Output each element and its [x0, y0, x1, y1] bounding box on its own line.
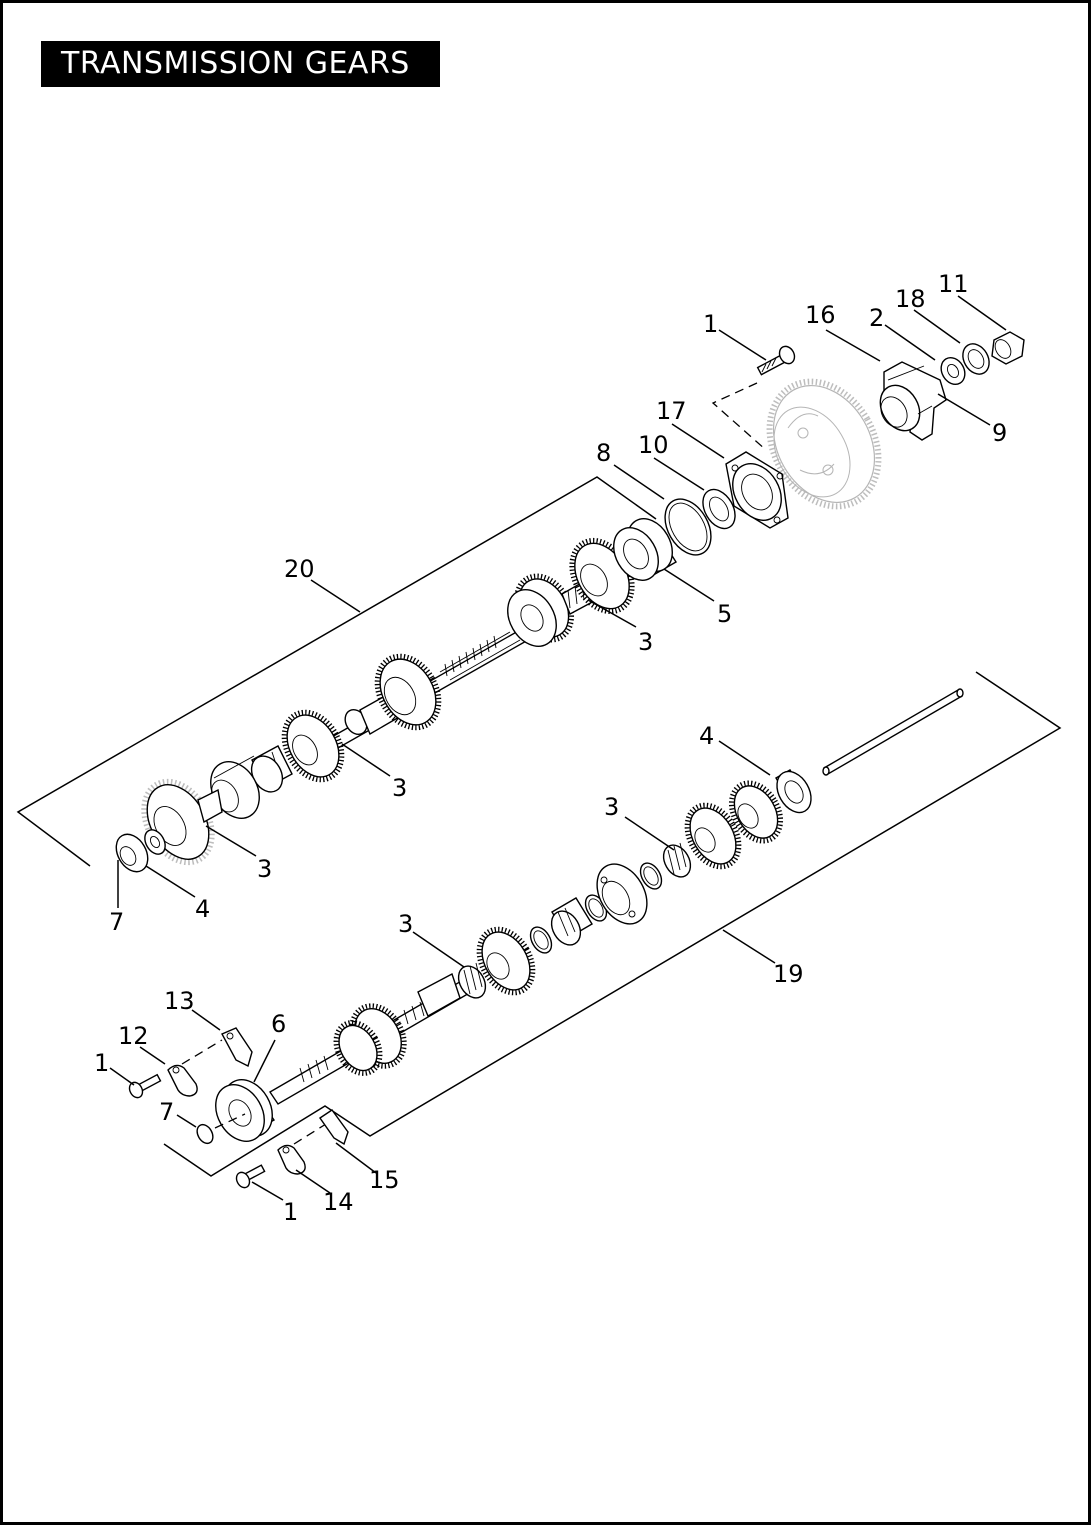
- group-bracket-20: [16, 476, 657, 867]
- assembly-dashline-13: [181, 1039, 223, 1065]
- needle-bearing-lower-c: [662, 842, 692, 878]
- callout-10: 10: [638, 431, 669, 459]
- needle-bearing-lower-a: [457, 962, 487, 999]
- gear-housing-ghost: [766, 378, 882, 510]
- callout-5: 5: [717, 600, 732, 628]
- callout-12: 12: [118, 1022, 149, 1050]
- assembly-dashline-top: [711, 382, 767, 451]
- callout-6: 6: [271, 1010, 286, 1038]
- callout-17: 17: [656, 397, 687, 425]
- group-bracket-19: [163, 671, 1062, 1177]
- bearing-retainer-17: [725, 451, 789, 529]
- gear-mainshaft-mid: [281, 709, 345, 783]
- callout-3-c: 3: [257, 855, 272, 883]
- callout-9: 9: [992, 419, 1007, 447]
- page-title: TRANSMISSION GEARS: [61, 46, 410, 81]
- washer-2: [940, 356, 966, 386]
- bearing-4-lower: [775, 769, 812, 814]
- callout-3-a: 3: [638, 628, 653, 656]
- gear-countershaft-helical: [476, 926, 536, 996]
- callout-3-d: 3: [604, 793, 619, 821]
- bolt-1-bottom: [235, 1164, 266, 1189]
- callout-11: 11: [938, 270, 969, 298]
- callout-7-b: 7: [159, 1098, 174, 1126]
- seal-10: [702, 488, 736, 530]
- hub-16: [879, 361, 947, 441]
- callout-labels: 1 16 2 18 11 9 17 10 8 20 5 3 3 3 4 7 4 …: [94, 270, 1007, 1226]
- assembly-dashline-15: [293, 1123, 327, 1145]
- callout-13: 13: [164, 987, 195, 1015]
- callout-1-top: 1: [703, 310, 718, 338]
- lock-plate-14: [277, 1144, 306, 1175]
- shift-rod: [822, 688, 964, 776]
- bolt-1-mid: [128, 1073, 162, 1099]
- callout-15: 15: [369, 1166, 400, 1194]
- callout-2: 2: [869, 304, 884, 332]
- callout-14: 14: [323, 1188, 354, 1216]
- needle-bearing-upper-a: [250, 745, 293, 793]
- mainshaft-gear-helical: [374, 653, 442, 731]
- callout-1-bottom: 1: [283, 1198, 298, 1226]
- callout-19: 19: [773, 960, 804, 988]
- callout-16: 16: [805, 301, 836, 329]
- shift-collar-upper: [210, 755, 260, 819]
- bearing-4-upper: [115, 833, 149, 873]
- callout-4-a: 4: [195, 895, 210, 923]
- callout-3-b: 3: [392, 774, 407, 802]
- snap-ring-lower-c: [639, 862, 663, 890]
- snap-ring-lower-a: [529, 926, 553, 954]
- callout-8: 8: [596, 439, 611, 467]
- callout-3-e: 3: [398, 910, 413, 938]
- assembly-dashline-bearing6: [214, 1113, 246, 1129]
- callout-4-b: 4: [699, 722, 714, 750]
- snap-ring-7-lower: [196, 1123, 214, 1145]
- snap-ring-8: [664, 498, 712, 556]
- bearing-5: [613, 518, 677, 581]
- seal-18: [962, 343, 990, 375]
- callout-7-a: 7: [109, 908, 124, 936]
- title-bar: TRANSMISSION GEARS: [41, 41, 440, 87]
- lock-plate-15: [319, 1109, 349, 1146]
- countershaft-gear-cluster: [333, 1003, 407, 1076]
- lock-plate-12: [167, 1064, 198, 1097]
- nut-11: [991, 331, 1025, 365]
- callout-18: 18: [895, 285, 926, 313]
- leader-lines: [109, 295, 1007, 1201]
- gear-upper-pair: [507, 537, 635, 647]
- gear-countershaft-right: [684, 780, 784, 870]
- bolt-1-top: [756, 345, 796, 376]
- callout-1-mid: 1: [94, 1049, 109, 1077]
- lock-plate-13: [221, 1027, 253, 1068]
- washer-upper-left: [144, 829, 166, 855]
- bearing-6: [215, 1079, 276, 1142]
- exploded-view-diagram: 1 16 2 18 11 9 17 10 8 20 5 3 3 3 4 7 4 …: [16, 270, 1062, 1226]
- callout-20: 20: [284, 555, 315, 583]
- shift-dog-lower: [596, 863, 648, 925]
- needle-bearing-lower-b: [550, 897, 593, 946]
